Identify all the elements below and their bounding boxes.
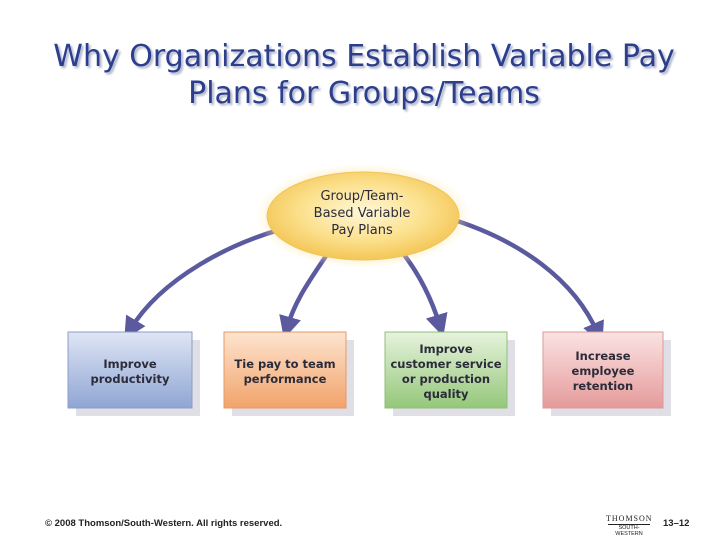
box-retention-label: Increase employee retention: [571, 349, 635, 393]
box-customer-service-label: Improve customer service or production q…: [390, 342, 502, 401]
box-team-performance-label: Tie pay to team performance: [234, 357, 336, 386]
arrow-to-retention: [447, 215, 604, 345]
thomson-logo: THOMSON SOUTH-WESTERN: [606, 514, 653, 537]
slide-title: Why Organizations Establish Variable Pay…: [0, 38, 728, 112]
box-productivity: [67, 331, 200, 416]
title-line-1: Why Organizations Establish Variable Pay: [53, 39, 675, 74]
logo-divider: [608, 524, 650, 525]
logo-line-1: THOMSON: [606, 514, 653, 523]
center-ellipse: [266, 171, 460, 261]
logo-line-2: SOUTH-WESTERN: [615, 525, 643, 537]
box-team-performance: [223, 331, 354, 416]
box-customer-service: [384, 331, 515, 416]
box-productivity-label: Improve productivity: [90, 357, 170, 386]
box-retention: [542, 331, 671, 416]
center-label: Group/Team- Based Variable Pay Plans: [313, 189, 411, 238]
title-line-2: Plans for Groups/Teams: [188, 76, 540, 111]
page-number: 13–12: [663, 518, 690, 529]
copyright-text: © 2008 Thomson/South-Western. All rights…: [45, 518, 283, 529]
